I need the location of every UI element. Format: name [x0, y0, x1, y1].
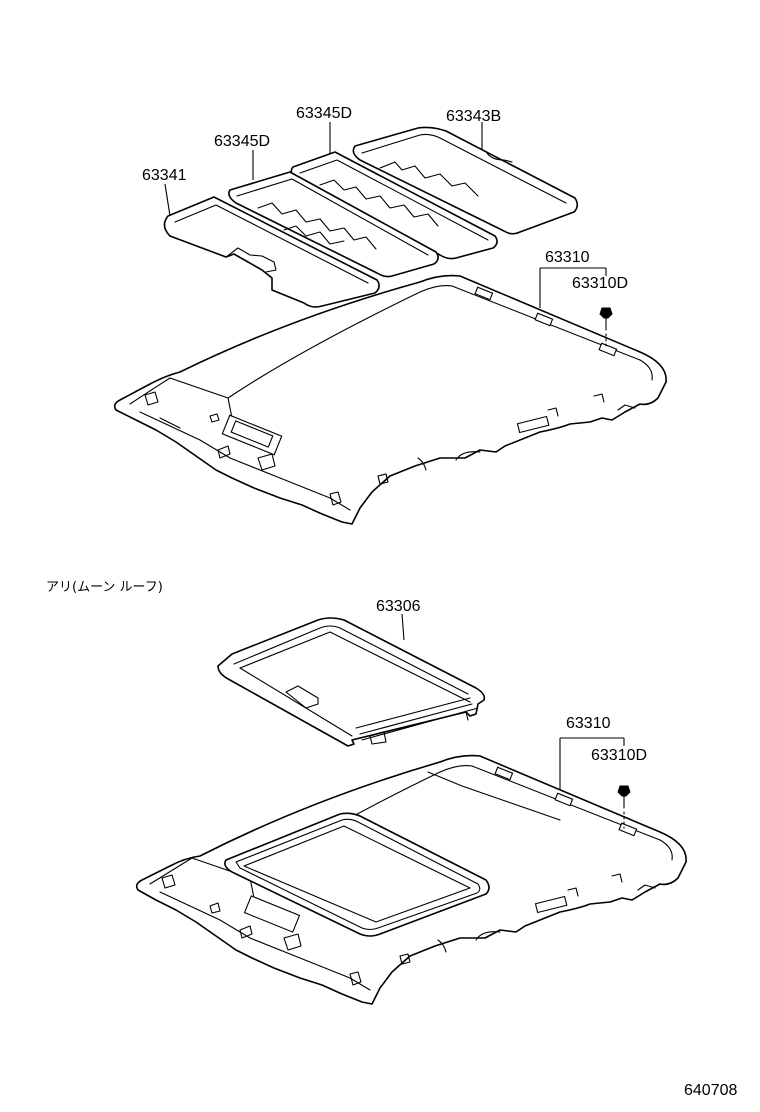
- label-63343b: 63343B: [446, 108, 501, 125]
- sunshade-63306: [217, 617, 486, 747]
- headliner-top: [113, 274, 667, 525]
- figure-code: 640708: [684, 1082, 737, 1099]
- label-63345d-rear: 63345D: [296, 105, 352, 122]
- pad-63345d-front: [228, 171, 439, 278]
- top-leaders: [164, 122, 607, 308]
- label-63310d-top: 63310D: [572, 275, 628, 292]
- label-63310d-bottom: 63310D: [591, 747, 647, 764]
- label-63306: 63306: [376, 598, 421, 615]
- pad-63343b: [352, 126, 579, 235]
- label-63341: 63341: [142, 167, 187, 184]
- pad-63341: [163, 196, 380, 308]
- bottom-group: 63306 63310 63310D: [135, 598, 687, 1005]
- clip-63310d-top: [599, 307, 613, 349]
- label-63310-bottom: 63310: [566, 715, 611, 732]
- headliner-bottom: [135, 754, 687, 1005]
- bottom-leaders: [401, 613, 625, 790]
- moonroof-variant-note: アリ(ムーン ルーフ): [46, 580, 163, 595]
- label-63310-top: 63310: [545, 249, 590, 266]
- clip-63310d-bottom: [617, 785, 631, 829]
- top-group: 63343B 63345D 63345D 63341 63310 63310D: [113, 105, 667, 525]
- label-63345d-front: 63345D: [214, 133, 270, 150]
